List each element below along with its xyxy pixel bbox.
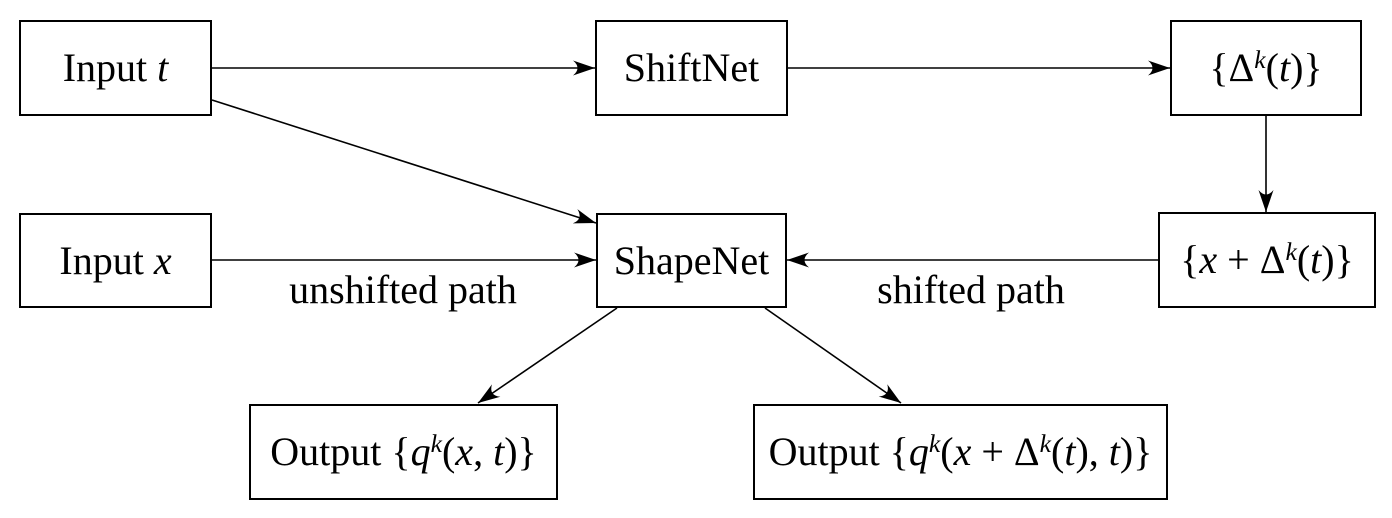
- node-x-plus-delta: {x + Δk(t)}: [1158, 212, 1376, 308]
- node-output-shifted-label: Output {qk(x + Δk(t), t)}: [768, 428, 1153, 474]
- edge-shapenet-to-output-unshifted: [477, 307, 618, 404]
- node-x-plus-delta-label: {x + Δk(t)}: [1180, 236, 1354, 282]
- node-delta-set: {Δk(t)}: [1170, 20, 1362, 116]
- edge-label-shifted-path: shifted path: [877, 267, 1065, 312]
- edge-label-unshifted-path: unshifted path: [289, 267, 517, 312]
- edge-shapenet-to-output-shifted: [764, 307, 902, 404]
- node-input-t: Input t: [19, 20, 212, 116]
- node-shiftnet: ShiftNet: [595, 20, 788, 116]
- node-shapenet-label: ShapeNet: [613, 237, 770, 283]
- node-shiftnet-label: ShiftNet: [623, 45, 760, 90]
- node-input-x-label: Input x: [59, 237, 172, 283]
- node-output-shifted: Output {qk(x + Δk(t), t)}: [753, 404, 1168, 500]
- node-input-t-label: Input t: [62, 45, 169, 90]
- node-input-x: Input x: [19, 213, 212, 308]
- node-output-unshifted: Output {qk(x, t)}: [249, 404, 558, 500]
- edge-input-t-to-shapenet: [211, 99, 597, 224]
- node-output-unshifted-label: Output {qk(x, t)}: [270, 428, 537, 474]
- node-delta-set-label: {Δk(t)}: [1209, 44, 1323, 90]
- node-shapenet: ShapeNet: [596, 213, 787, 308]
